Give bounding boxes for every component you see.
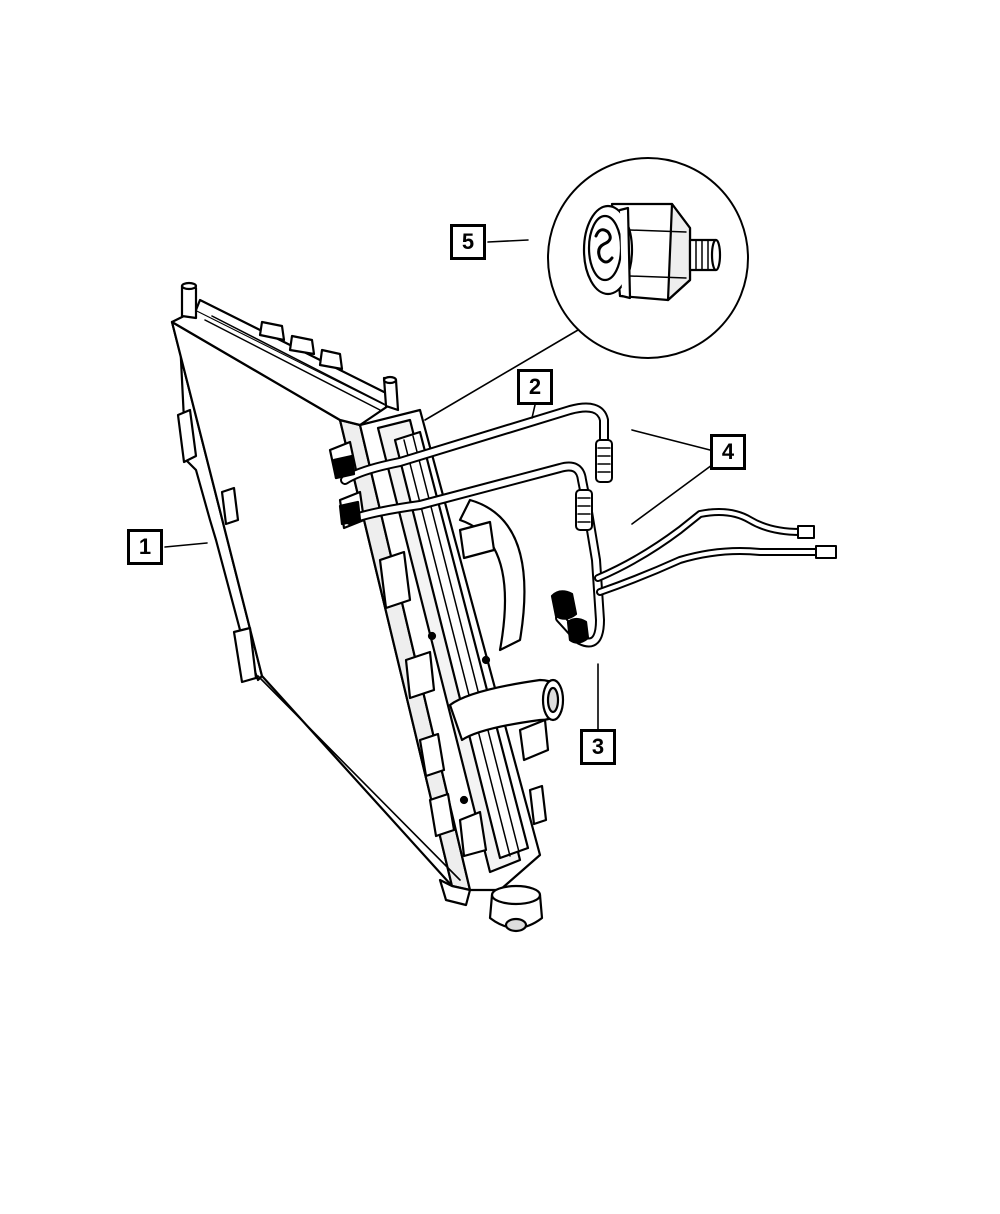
leader-4b xyxy=(631,464,713,525)
callout-4: 4 xyxy=(710,434,746,470)
leader-lines xyxy=(164,239,713,730)
leader-2 xyxy=(531,404,536,419)
fitting-detail xyxy=(257,157,749,881)
cooler-lines xyxy=(332,402,837,648)
callout-1: 1 xyxy=(127,529,163,565)
line-4a xyxy=(594,508,804,582)
filler-neck xyxy=(180,284,198,320)
callout-2: 2 xyxy=(517,369,553,405)
callout-3: 3 xyxy=(580,729,616,765)
leader-5 xyxy=(487,239,529,243)
leader-4a xyxy=(631,429,711,451)
leader-1 xyxy=(164,542,208,548)
radiator xyxy=(170,281,472,907)
callout-5: 5 xyxy=(450,224,486,260)
